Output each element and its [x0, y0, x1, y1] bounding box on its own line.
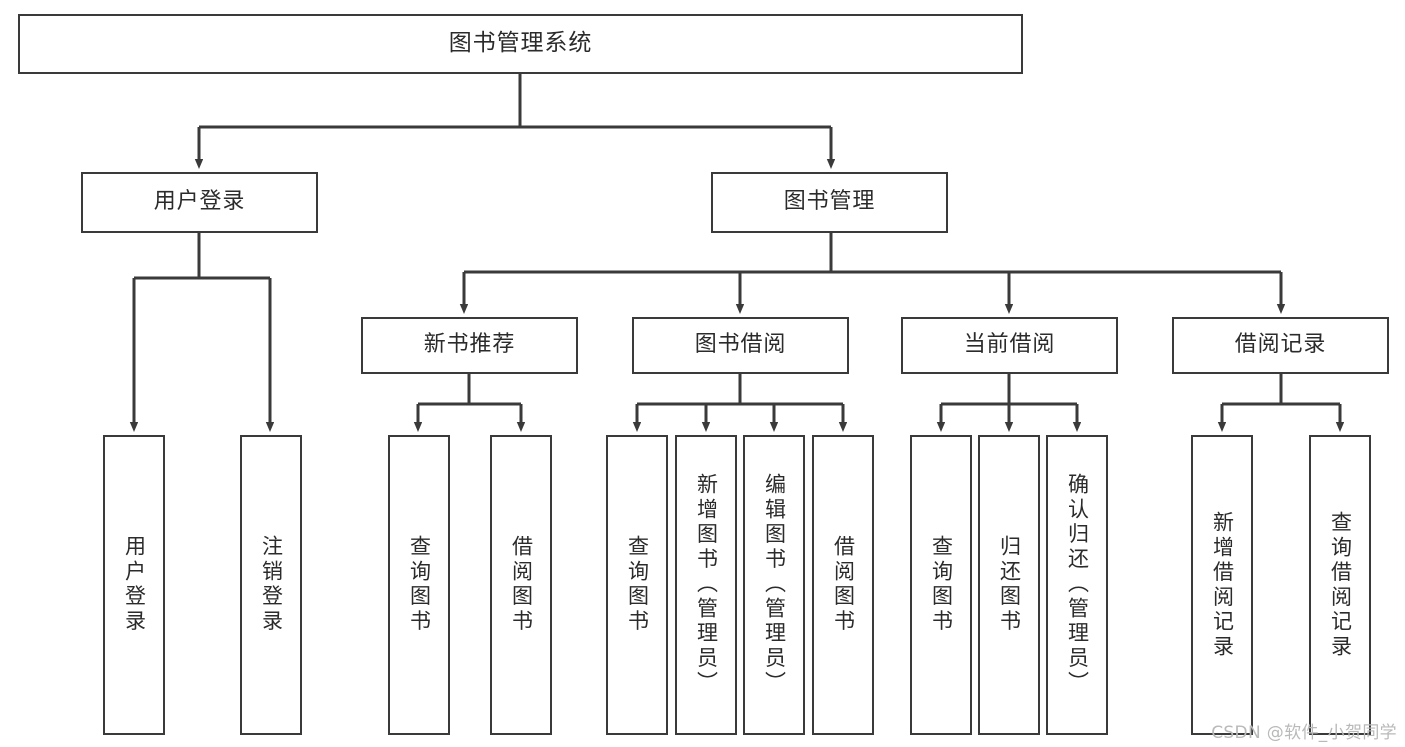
node-label: 新书推荐 — [423, 332, 516, 358]
leaf-label: 借阅图书 — [509, 535, 534, 635]
leaf-vwrap: 编辑图书（管理员） — [762, 437, 787, 733]
leaf-borrow-book[interactable]: 借阅图书 — [812, 435, 874, 735]
leaf-borrow-book-recommend[interactable]: 借阅图书 — [490, 435, 552, 735]
leaf-query-borrow-record[interactable]: 查询借阅记录 — [1309, 435, 1371, 735]
leaf-vwrap: 查询借阅记录 — [1328, 437, 1353, 733]
leaf-label: 查询图书 — [407, 535, 432, 635]
leaf-vwrap: 新增借阅记录 — [1210, 437, 1235, 733]
node-label: 用户登录 — [153, 189, 246, 215]
leaf-label: 查询借阅记录 — [1328, 510, 1353, 660]
leaf-add-borrow-record[interactable]: 新增借阅记录 — [1191, 435, 1253, 735]
leaf-return-book[interactable]: 归还图书 — [978, 435, 1040, 735]
leaf-vwrap: 用户登录 — [122, 437, 147, 733]
leaf-label: 新增借阅记录 — [1210, 510, 1235, 660]
leaf-vwrap: 新增图书（管理员） — [694, 437, 719, 733]
leaf-label: 归还图书 — [997, 535, 1022, 635]
leaf-label: 借阅图书 — [831, 535, 856, 635]
leaf-vwrap: 查询图书 — [625, 437, 650, 733]
leaf-query-book-recommend[interactable]: 查询图书 — [388, 435, 450, 735]
node-borrowing-record[interactable]: 借阅记录 — [1172, 317, 1389, 374]
leaf-label: 编辑图书（管理员） — [762, 473, 787, 697]
leaf-edit-book-admin[interactable]: 编辑图书（管理员） — [743, 435, 805, 735]
node-label: 借阅记录 — [1234, 332, 1327, 358]
leaf-vwrap: 注销登录 — [259, 437, 284, 733]
node-label: 图书管理系统 — [448, 30, 593, 57]
leaf-add-book-admin[interactable]: 新增图书（管理员） — [675, 435, 737, 735]
leaf-label: 查询图书 — [625, 535, 650, 635]
leaf-label: 注销登录 — [259, 535, 284, 635]
leaf-label: 新增图书（管理员） — [694, 473, 719, 697]
leaf-logout[interactable]: 注销登录 — [240, 435, 302, 735]
node-label: 当前借阅 — [963, 332, 1056, 358]
leaf-vwrap: 归还图书 — [997, 437, 1022, 733]
csdn-watermark: CSDN @软件_小贺同学 — [1211, 723, 1397, 743]
leaf-query-book-borrow[interactable]: 查询图书 — [606, 435, 668, 735]
leaf-label: 查询图书 — [929, 535, 954, 635]
leaf-confirm-return-admin[interactable]: 确认归还（管理员） — [1046, 435, 1108, 735]
leaf-label: 用户登录 — [122, 535, 147, 635]
leaf-query-book-current[interactable]: 查询图书 — [910, 435, 972, 735]
leaf-vwrap: 借阅图书 — [831, 437, 856, 733]
leaf-label: 确认归还（管理员） — [1065, 473, 1090, 697]
leaf-vwrap: 借阅图书 — [509, 437, 534, 733]
leaf-user-login[interactable]: 用户登录 — [103, 435, 165, 735]
leaf-vwrap: 查询图书 — [407, 437, 432, 733]
leaf-vwrap: 确认归还（管理员） — [1065, 437, 1090, 733]
node-book-management[interactable]: 图书管理 — [711, 172, 948, 233]
node-label: 图书管理 — [783, 189, 876, 215]
node-label: 图书借阅 — [694, 332, 787, 358]
node-user-login[interactable]: 用户登录 — [81, 172, 318, 233]
leaf-vwrap: 查询图书 — [929, 437, 954, 733]
node-current-borrowing[interactable]: 当前借阅 — [901, 317, 1118, 374]
node-book-borrowing[interactable]: 图书借阅 — [632, 317, 849, 374]
node-root-book-management-system[interactable]: 图书管理系统 — [18, 14, 1023, 74]
node-new-book-recommendation[interactable]: 新书推荐 — [361, 317, 578, 374]
